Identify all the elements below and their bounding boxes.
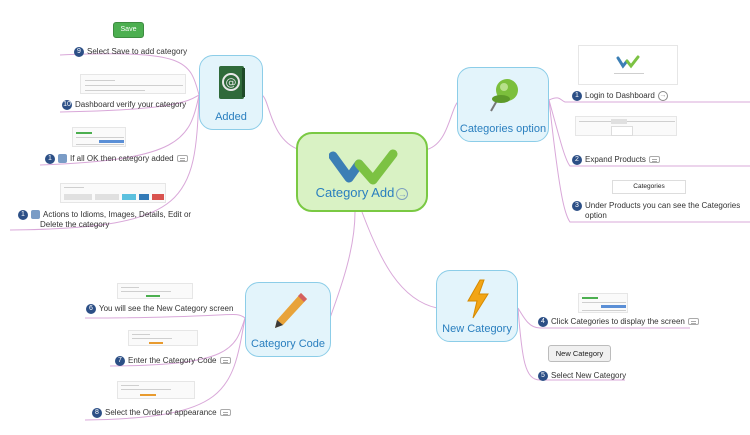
products-menu-thumbnail bbox=[575, 116, 677, 136]
leaf-actions[interactable]: 1 Actions to Idioms, Images, Details, Edi… bbox=[18, 210, 191, 220]
categories-menu-image: Categories bbox=[612, 180, 686, 194]
step-number-badge: 1 bbox=[18, 210, 28, 220]
topic-category-code-title: Category Code bbox=[251, 338, 325, 350]
step-number-badge: 6 bbox=[86, 304, 96, 314]
pencil-icon bbox=[275, 293, 307, 328]
topic-categories-option[interactable]: Categories option bbox=[457, 67, 549, 142]
new-category-screen-thumbnail bbox=[117, 283, 193, 299]
note-icon[interactable] bbox=[648, 156, 660, 164]
link-arrow-icon[interactable]: → bbox=[396, 187, 409, 200]
topic-category-code[interactable]: Category Code bbox=[245, 282, 331, 357]
step-number-badge: 7 bbox=[115, 356, 125, 366]
central-topic[interactable]: Category Add→ bbox=[296, 132, 428, 212]
topic-new-category-title: New Category bbox=[442, 323, 512, 335]
topic-new-category[interactable]: New Category bbox=[436, 270, 518, 342]
leaf-if-all-ok[interactable]: 1 If all OK then category added bbox=[45, 154, 188, 164]
leaf-text: Actions to Idioms, Images, Details, Edit… bbox=[43, 210, 192, 219]
link-arrow-icon[interactable]: → bbox=[657, 91, 668, 101]
step-number-badge: 9 bbox=[74, 47, 84, 57]
topic-categories-option-title: Categories option bbox=[459, 123, 547, 135]
central-title: Category Add→ bbox=[315, 185, 409, 200]
leaf-actions-line2: Delete the category bbox=[40, 220, 110, 229]
leaf-text: Expand Products bbox=[585, 155, 646, 164]
note-icon[interactable] bbox=[219, 357, 231, 365]
svg-text:@: @ bbox=[226, 76, 237, 89]
order-appearance-thumbnail bbox=[117, 381, 195, 399]
dashboard-screenshot-thumbnail bbox=[80, 74, 186, 94]
topic-added[interactable]: @ Added bbox=[199, 55, 263, 130]
leaf-text: Select New Category bbox=[551, 371, 627, 380]
leaf-text: Select Save to add category bbox=[87, 47, 188, 56]
step-number-badge: 4 bbox=[538, 317, 548, 327]
actions-screenshot-thumbnail bbox=[60, 183, 166, 203]
logo-w-small-icon bbox=[616, 55, 640, 69]
new-category-button-image: New Category bbox=[548, 345, 611, 362]
leaf-text: You will see the New Category screen bbox=[99, 304, 234, 313]
step-number-badge: 2 bbox=[572, 155, 582, 165]
lightning-bolt-icon bbox=[467, 279, 489, 319]
step-number-badge: 5 bbox=[538, 371, 548, 381]
category-list-thumbnail bbox=[72, 127, 126, 147]
leaf-text: Click Categories to display the screen bbox=[551, 317, 685, 326]
login-screenshot-thumbnail bbox=[578, 45, 678, 85]
leaf-text: Login to Dashboard bbox=[585, 91, 655, 101]
categories-screen-thumbnail bbox=[578, 293, 628, 313]
leaf-under-products-line2: option bbox=[585, 211, 607, 220]
leaf-text: Under Products you can see the Categorie… bbox=[585, 201, 741, 210]
note-icon[interactable] bbox=[687, 318, 699, 326]
address-book-icon: @ bbox=[219, 66, 245, 99]
topic-added-title: Added bbox=[215, 111, 247, 123]
sub-step-badge-icon bbox=[31, 210, 40, 219]
step-number-badge: 1 bbox=[45, 154, 55, 164]
category-code-thumbnail bbox=[128, 330, 198, 346]
leaf-text: If all OK then category added bbox=[70, 154, 174, 163]
leaf-text: Dashboard verify your category bbox=[75, 100, 187, 109]
step-number-badge: 10 bbox=[62, 100, 72, 110]
save-button-image: Save bbox=[113, 22, 144, 38]
sub-step-badge-icon bbox=[58, 154, 67, 163]
note-icon[interactable] bbox=[176, 155, 188, 163]
step-number-badge: 3 bbox=[572, 201, 582, 211]
leaf-text: Enter the Category Code bbox=[128, 356, 217, 365]
step-number-badge: 8 bbox=[92, 408, 102, 418]
leaf-text: Select the Order of appearance bbox=[105, 408, 217, 417]
note-icon[interactable] bbox=[219, 409, 231, 417]
logo-w-icon bbox=[329, 149, 398, 185]
step-number-badge: 1 bbox=[572, 91, 582, 101]
pushpin-icon bbox=[490, 79, 518, 112]
